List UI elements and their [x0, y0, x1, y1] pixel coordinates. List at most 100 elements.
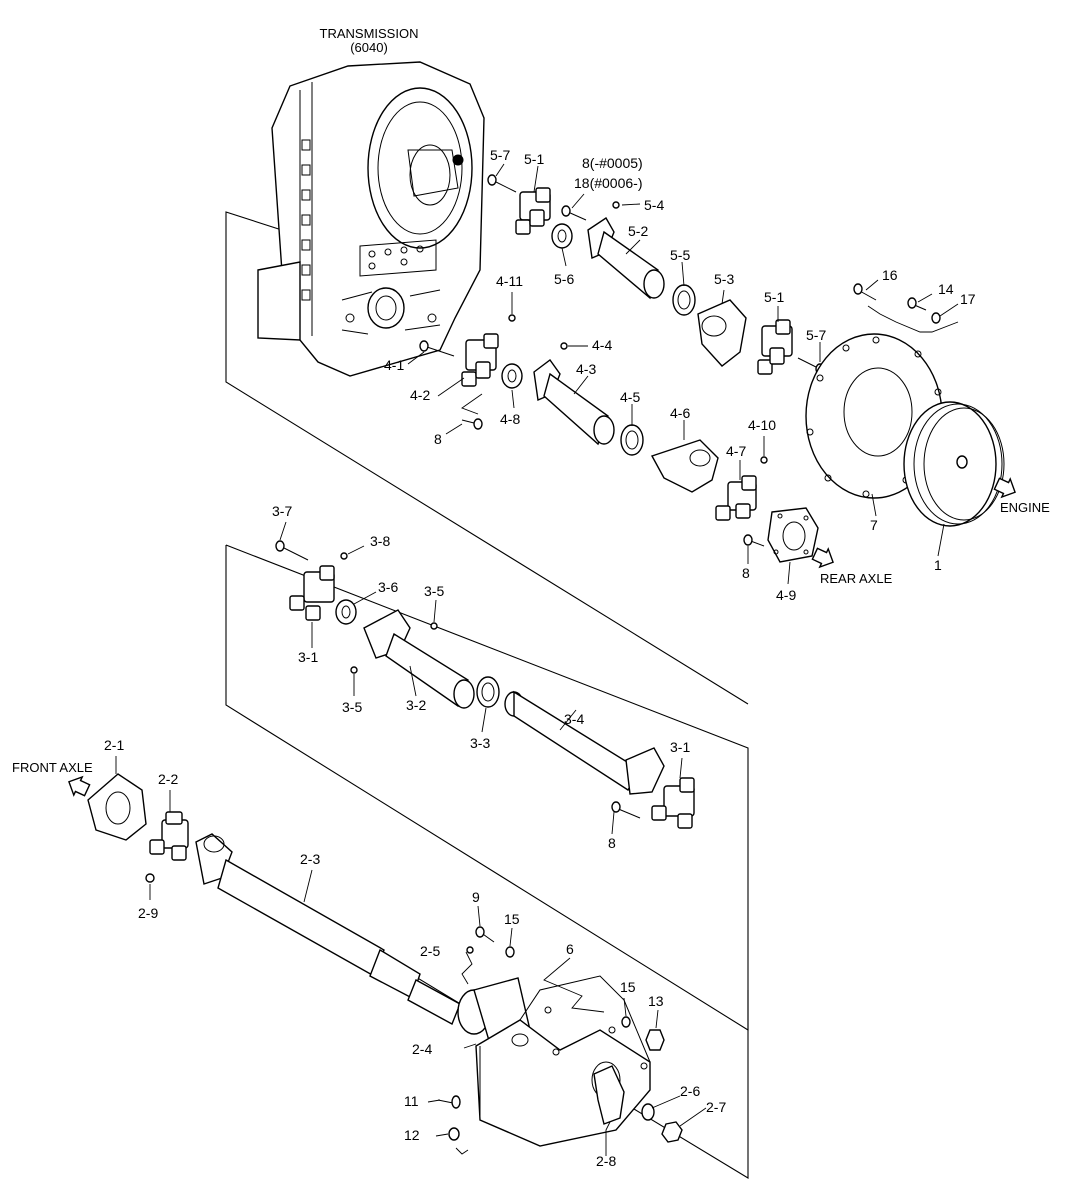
- grease-fitting-4-11: [508, 314, 516, 322]
- grease-fitting-3-8: [340, 552, 348, 560]
- bolt-5-7: [487, 174, 517, 193]
- spline-5-5: [672, 284, 696, 316]
- callout-13: 13: [648, 993, 664, 1009]
- callout-4-7: 4-7: [726, 443, 746, 459]
- cross-spider-5-1: [515, 187, 551, 235]
- callout-2-8: 2-8: [596, 1153, 616, 1169]
- callout-7: 7: [870, 517, 878, 533]
- grease-fitting-3-5b: [350, 666, 358, 674]
- nut-13: [645, 1029, 665, 1051]
- washer-2-6: [641, 1103, 655, 1121]
- yoke-4-6: [650, 439, 719, 493]
- leader-lines: [115, 163, 959, 1156]
- front-axle-arrow-icon: [68, 775, 91, 797]
- bolt-11: [437, 1095, 461, 1109]
- seal-3-6: [335, 599, 357, 625]
- callout-5-7a: 5-7: [490, 147, 510, 163]
- callout-11: 11: [404, 1093, 419, 1109]
- seal-4-8: [501, 363, 523, 389]
- rear-axle-arrow-icon: [811, 547, 834, 569]
- callout-3-8: 3-8: [370, 533, 390, 549]
- seal-5-6: [551, 223, 573, 249]
- u-bolt-2-8: [593, 1065, 625, 1125]
- grease-fitting-3-5a: [430, 622, 438, 630]
- callout-5-6: 5-6: [554, 271, 574, 287]
- flange-yoke-2-1: [87, 773, 147, 841]
- callout-2-7: 2-7: [706, 1099, 726, 1115]
- callout-3-1b: 3-1: [670, 739, 690, 755]
- yoke-5-3: [697, 299, 747, 367]
- grease-fitting-2-5: [466, 946, 474, 954]
- callout-8c: 8: [608, 835, 616, 851]
- cross-spider-4-2: [461, 333, 499, 387]
- callout-3-4: 3-4: [564, 711, 584, 727]
- flange-yoke-4-9: [767, 507, 819, 563]
- bolt-16: [853, 283, 877, 301]
- callout-3-2: 3-2: [406, 697, 426, 713]
- callout-5-1a: 5-1: [524, 151, 544, 167]
- callout-8b: 8: [742, 565, 750, 581]
- callout-2-4: 2-4: [412, 1041, 432, 1057]
- spline-4-5: [620, 424, 644, 456]
- callout-2-9: 2-9: [138, 905, 158, 921]
- callout-1: 1: [934, 557, 942, 573]
- callout-5-1b: 5-1: [764, 289, 784, 305]
- callout-3-7: 3-7: [272, 503, 292, 519]
- callout-3-5b: 3-5: [342, 699, 362, 715]
- callout-8-0005: 8(-#0005): [582, 155, 643, 171]
- callout-3-6: 3-6: [378, 579, 398, 595]
- cross-spider-4-7: [715, 475, 757, 521]
- callout-4-8: 4-8: [500, 411, 520, 427]
- callout-3-1a: 3-1: [298, 649, 318, 665]
- callout-4-2: 4-2: [410, 387, 430, 403]
- bolt-4-1: [419, 340, 455, 357]
- bolt-8b: [743, 534, 765, 547]
- callout-5-3: 5-3: [714, 271, 734, 287]
- callout-5-4: 5-4: [644, 197, 664, 213]
- transmission-model: (6040): [350, 40, 388, 55]
- callout-2-2: 2-2: [158, 771, 178, 787]
- callout-17: 17: [960, 291, 976, 307]
- grease-fitting-5-4: [612, 201, 620, 209]
- callout-3-5a: 3-5: [424, 583, 444, 599]
- callout-4-6: 4-6: [670, 405, 690, 421]
- cross-spider-3-1b: [651, 777, 695, 829]
- callout-4-10: 4-10: [748, 417, 776, 433]
- callout-4-5: 4-5: [620, 389, 640, 405]
- callout-5-2: 5-2: [628, 223, 648, 239]
- callout-9: 9: [472, 889, 480, 905]
- callout-15a: 15: [504, 911, 520, 927]
- transmission-housing: [257, 61, 485, 377]
- callout-5-5: 5-5: [670, 247, 690, 263]
- grease-fitting-2-9: [145, 873, 155, 883]
- bolt-9: [475, 926, 495, 943]
- bolt-8a: [461, 418, 483, 430]
- callout-2-6: 2-6: [680, 1083, 700, 1099]
- transmission-title: TRANSMISSION: [320, 26, 419, 41]
- cross-spider-3-1a: [289, 565, 335, 621]
- washer-12: [448, 1127, 460, 1141]
- slip-yoke-4-3: [533, 359, 615, 446]
- bolt-8-18: [561, 205, 587, 221]
- grease-fitting-4-4: [560, 342, 568, 350]
- callout-4-9: 4-9: [776, 587, 796, 603]
- shaft-2-3: [195, 833, 461, 1025]
- slip-yoke-3-2: [363, 609, 475, 709]
- bolt-3-7: [275, 540, 309, 561]
- coupling-1: [903, 401, 1005, 527]
- callout-4-3: 4-3: [576, 361, 596, 377]
- callout-6: 6: [566, 941, 574, 957]
- cross-spider-5-1b: [757, 319, 793, 375]
- callout-4-4: 4-4: [592, 337, 612, 353]
- callout-18-0006: 18(#0006-): [574, 175, 643, 191]
- callout-12: 12: [404, 1127, 420, 1143]
- callout-2-1: 2-1: [104, 737, 124, 753]
- callout-16: 16: [882, 267, 898, 283]
- callout-2-5: 2-5: [420, 943, 440, 959]
- callout-15b: 15: [620, 979, 636, 995]
- nut-2-7: [661, 1121, 683, 1143]
- front-axle-label: FRONT AXLE: [12, 760, 93, 775]
- callout-14: 14: [938, 281, 954, 297]
- washer-15b: [621, 1016, 631, 1028]
